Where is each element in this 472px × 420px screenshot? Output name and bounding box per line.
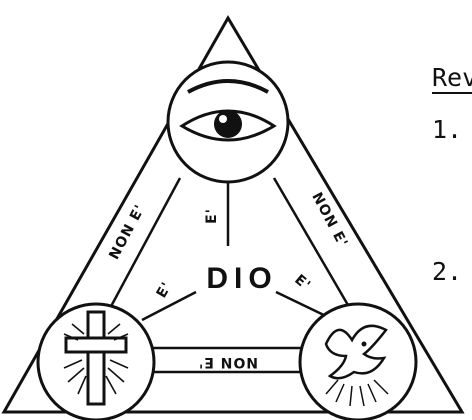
- center-label: DIO: [206, 262, 277, 295]
- link-label-right: NON E': [308, 190, 350, 251]
- side-heading: Rev: [432, 63, 472, 92]
- link-label-left: NON E': [106, 202, 148, 263]
- side-item-2: 2.: [432, 257, 462, 286]
- spoke-label-left: E': [154, 279, 176, 301]
- spoke-right: [276, 292, 330, 318]
- spoke-label-right: E': [291, 272, 313, 294]
- link-label-bottom: NON E': [198, 354, 258, 370]
- side-item-1: 1.: [432, 115, 462, 144]
- spoke-label-top: E': [204, 208, 220, 224]
